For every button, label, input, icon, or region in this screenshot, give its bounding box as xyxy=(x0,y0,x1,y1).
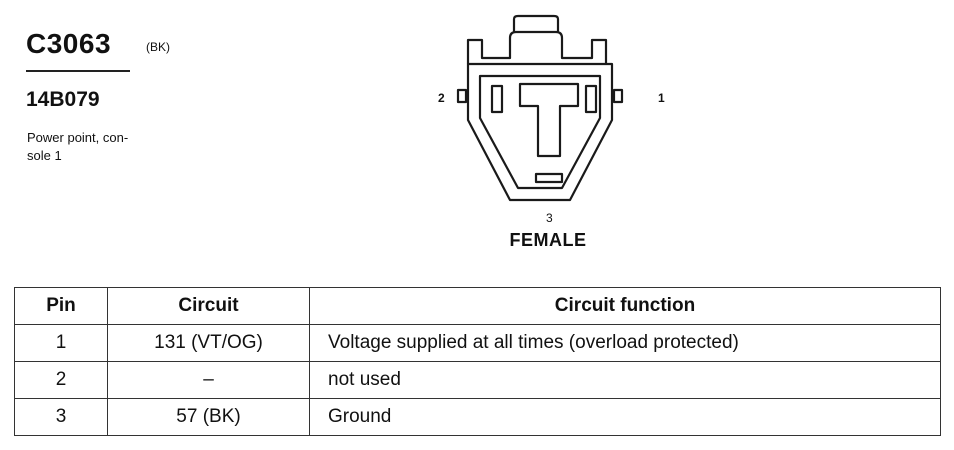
table-row: 1 131 (VT/OG) Voltage supplied at all ti… xyxy=(14,324,941,362)
housing-upper xyxy=(466,30,608,64)
description-line-1: Power point, con- xyxy=(27,130,129,145)
terminal-pin-1 xyxy=(584,84,598,114)
pin-label-left: 2 xyxy=(438,91,445,105)
pin-label-bottom: 3 xyxy=(546,211,553,225)
pin-label-right: 1 xyxy=(658,91,665,105)
cell-function: Voltage supplied at all times (overload … xyxy=(309,324,941,362)
color-code: (BK) xyxy=(146,40,170,54)
cell-circuit: – xyxy=(107,361,310,399)
table-row: 2 – not used xyxy=(14,361,941,399)
cell-pin: 1 xyxy=(14,324,108,362)
cell-pin: 3 xyxy=(14,398,108,436)
housing-inner xyxy=(478,74,602,190)
cell-function: not used xyxy=(309,361,941,399)
side-key-right xyxy=(612,88,624,104)
pinout-table: Pin Circuit Circuit function 1 131 (VT/O… xyxy=(14,287,941,436)
cell-pin: 2 xyxy=(14,361,108,399)
cell-function: Ground xyxy=(309,398,941,436)
terminal-pin-2 xyxy=(490,84,504,114)
header-circuit: Circuit xyxy=(107,287,310,325)
connector-description: Power point, con- sole 1 xyxy=(27,129,187,165)
housing-outer xyxy=(466,62,614,202)
header-pin: Pin xyxy=(14,287,108,325)
center-key xyxy=(518,82,580,158)
table-row: 3 57 (BK) Ground xyxy=(14,398,941,436)
side-key-left xyxy=(456,88,468,104)
gender-label: FEMALE xyxy=(509,230,587,250)
latch-tab xyxy=(512,14,560,32)
id-underline xyxy=(26,70,130,72)
connector-id: C3063 xyxy=(26,28,112,59)
table-header-row: Pin Circuit Circuit function xyxy=(14,287,941,325)
header-function: Circuit function xyxy=(309,287,941,325)
terminal-pin-3 xyxy=(534,172,564,184)
description-line-2: sole 1 xyxy=(27,148,62,163)
cell-circuit: 57 (BK) xyxy=(107,398,310,436)
connector-face-diagram: 2 1 3 xyxy=(438,14,665,225)
part-number: 14B079 xyxy=(26,88,100,111)
cell-circuit: 131 (VT/OG) xyxy=(107,324,310,362)
